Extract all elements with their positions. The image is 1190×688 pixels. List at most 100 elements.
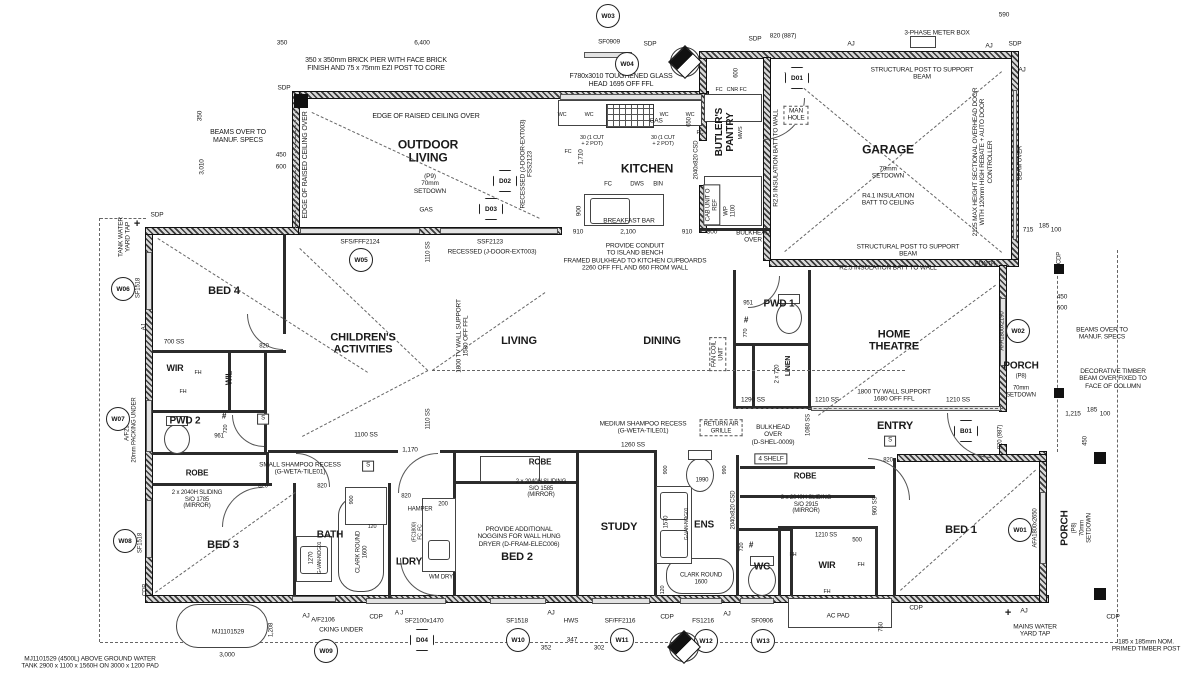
dim-1270: 1270 xyxy=(308,551,315,565)
note-noggins: PROVIDE ADDITIONAL NOGGINS FOR WALL HUNG… xyxy=(477,526,561,548)
label-wc-cab-4: WC xyxy=(685,111,695,118)
exterior-wall-segment xyxy=(292,91,300,235)
dim-910-a: 910 xyxy=(572,228,584,236)
room-home-theatre: HOME THEATRE xyxy=(868,328,920,353)
exterior-wall-segment xyxy=(999,444,1007,459)
interior-wall-segment xyxy=(293,483,296,599)
toilet-cistern-icon xyxy=(688,450,712,460)
robe-bed2-label: ROBE xyxy=(528,457,552,467)
island-breakfast-bar: BREAKFAST BAR xyxy=(603,217,655,225)
dim-347: 347 xyxy=(566,636,578,644)
interior-wall-segment xyxy=(736,528,792,531)
label-sdp-d: SDP xyxy=(277,84,291,92)
label-bin: BIN xyxy=(653,181,663,188)
label-sdp-b: SDP xyxy=(643,40,657,48)
door-marker-d02: D02 xyxy=(493,170,517,192)
dim-820-ldry: 820 xyxy=(401,493,411,500)
interior-wall-segment xyxy=(733,406,811,409)
fixture-outline xyxy=(176,604,268,648)
dim-450-porch2: 450 xyxy=(1082,436,1089,446)
dim-600-butler: 600 xyxy=(733,68,740,78)
dim-650: 650 xyxy=(686,117,693,127)
room-dining: DINING xyxy=(643,334,681,347)
sink-icon xyxy=(660,492,688,520)
dim-302: 302 xyxy=(593,644,605,652)
interior-wall-segment xyxy=(700,228,770,231)
win-ssf2123: SSF2123 xyxy=(476,238,504,246)
window-marker-w05: W05 xyxy=(349,248,373,272)
win-sfs-fff2124: SFS/FFF2124 xyxy=(340,238,380,246)
interior-wall-segment xyxy=(576,450,579,596)
room-ens: ENS xyxy=(693,519,715,531)
window-strip xyxy=(146,252,152,310)
dim-715: 715 xyxy=(1022,226,1034,234)
note-tank-water-tap: TANK WATER YARD TAP xyxy=(117,217,132,257)
room-bed2: BED 2 xyxy=(501,550,533,563)
ens-clark-round: CLARK ROUND 1600 xyxy=(679,572,723,585)
win-sf-ff2116: SF/FF2116 xyxy=(604,617,636,625)
note-toughened-glass: F780x3010 TOUGHENED GLASS HEAD 1695 OFF … xyxy=(569,73,673,88)
note-man-hole: MAN HOLE xyxy=(783,105,809,125)
dim-500-wir: 500 xyxy=(852,537,862,544)
room-butlers-pantry: BUTLER'S PANTRY xyxy=(713,107,736,157)
window-marker-w09: W09 xyxy=(314,639,338,663)
sink-icon xyxy=(590,198,630,224)
timber-post xyxy=(1094,588,1106,600)
smoke-alarm-symbol: S xyxy=(257,413,269,425)
window-strip xyxy=(292,596,336,602)
interior-wall-segment xyxy=(733,270,736,408)
interior-wall-segment xyxy=(740,495,875,498)
exterior-wall-segment xyxy=(145,227,304,235)
window-marker-w03: W03 xyxy=(596,4,620,28)
label-fh-1: FH xyxy=(194,369,202,376)
interior-wall-segment xyxy=(654,450,657,596)
room-wc: WC xyxy=(753,561,771,573)
note-sliding-1785: 2 x 2040H SLIDING S/O 1785 (MIRROR) xyxy=(171,489,223,510)
note-sliding-2915: 3 x 2040H SLIDING S/O 2915 (MIRROR) xyxy=(780,494,832,515)
note-return-air: RETURN AIR GRILLE xyxy=(699,419,743,437)
dim-2x720: 2 x 720 xyxy=(774,364,781,384)
label-mws: MWS xyxy=(737,126,744,140)
porch-bottom-setdown: 70mm SETDOWN xyxy=(1079,513,1092,543)
dim-900-ens: 900 xyxy=(662,465,669,475)
label-aj-f: AJ xyxy=(723,610,731,618)
toilet-cistern-icon xyxy=(778,294,800,304)
label-csd-kitchen: 2040x820 CSD xyxy=(693,140,700,180)
interior-wall-segment xyxy=(152,410,266,413)
cavity-door-symbol: # xyxy=(748,540,754,550)
label-csd-ens: 2040x820 CSD xyxy=(730,490,737,530)
dim-920-987: 920 (987) xyxy=(997,424,1004,450)
label-wc-cab-1: WC xyxy=(557,111,567,118)
toilet-cistern-icon xyxy=(750,556,774,566)
interior-wall-segment xyxy=(752,345,755,408)
interior-wall-segment xyxy=(264,353,267,455)
note-struct-post-bottom: STRUCTURAL POST TO SUPPORT BEAM xyxy=(856,243,960,258)
fixture-wm-dry-label: WM DRY xyxy=(429,574,453,581)
interior-wall-segment xyxy=(440,450,655,453)
room-bed3: BED 3 xyxy=(207,538,239,551)
dim-120-bath: 120 xyxy=(367,523,377,530)
label-aj-h: AJ xyxy=(302,612,310,620)
interior-wall-segment xyxy=(893,458,896,596)
dim-951: 951 xyxy=(743,300,753,307)
dim-120-ens: 120 xyxy=(659,585,666,595)
interior-wall-segment xyxy=(733,343,811,346)
dim-1260ss: 1260 SS xyxy=(621,441,645,449)
note-edge-ceiling-v: EDGE OF RAISED CEILING OVER xyxy=(302,111,310,219)
label-dws: DWS xyxy=(630,181,644,188)
interior-wall-segment xyxy=(152,452,266,455)
dim-1990: 1990 xyxy=(695,477,709,484)
cab-unit-ref: CAB UNIT O REF xyxy=(703,184,721,226)
label-gvan-bath: G-VAN-NOG01 xyxy=(317,541,324,575)
window-strip xyxy=(490,598,546,604)
dim-720-wc: 720 xyxy=(738,542,745,552)
label-wc-cab-2: WC xyxy=(584,111,594,118)
window-strip xyxy=(146,400,152,452)
note-edge-ceiling-h: EDGE OF RAISED CEILING OVER xyxy=(372,113,480,121)
tap-symbol: + xyxy=(133,217,141,230)
note-island-bench: PROVIDE CONDUIT TO ISLAND BENCH FRAMED B… xyxy=(563,242,707,272)
interior-wall-segment xyxy=(875,526,878,596)
timber-post xyxy=(1054,264,1064,274)
window-marker-w06: W06 xyxy=(111,277,135,301)
